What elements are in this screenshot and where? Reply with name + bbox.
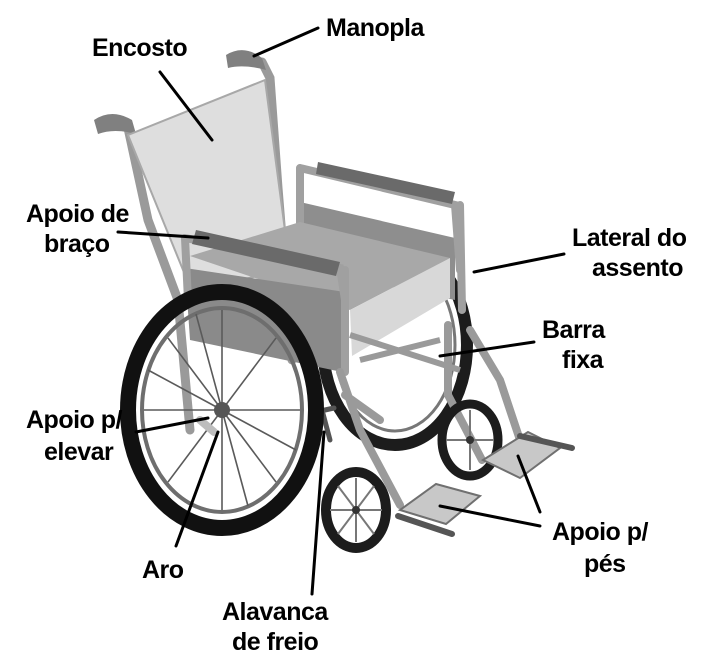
leader-manopla (252, 26, 320, 58)
near-armrest-pad (192, 230, 340, 276)
label-pes-line1: Apoio p/ (552, 518, 649, 546)
leader-aro (174, 430, 220, 548)
leader-encosto (158, 70, 214, 142)
leader-lateral (472, 252, 566, 274)
leader-elevar (134, 416, 210, 434)
leader-apoio-braco (116, 230, 210, 240)
tipping-lever (196, 416, 218, 436)
label-lateral-line1: Lateral do (572, 224, 687, 252)
label-aro: Aro (142, 556, 184, 584)
far-footplate-tube (517, 433, 575, 451)
label-elevar-line1: Apoio p/ (26, 406, 123, 434)
near-footplate (397, 482, 483, 526)
labels: Encosto Manopla Apoio de braço Lateral d… (26, 14, 687, 656)
wheelchair-illustration (94, 50, 575, 553)
far-armrest-pad (316, 162, 455, 204)
rear-near-wheel (120, 284, 324, 536)
label-encosto: Encosto (92, 34, 187, 62)
far-caster (437, 399, 503, 481)
label-barra-line1: Barra (542, 316, 606, 344)
leader-freio (310, 430, 326, 596)
leader-pes-2 (438, 504, 542, 528)
back-frame-left (123, 123, 195, 435)
label-elevar-line2: elevar (44, 438, 114, 466)
near-footplate-tube (395, 513, 455, 537)
seat-front (350, 258, 450, 356)
near-caster (321, 467, 391, 553)
label-freio-line2: de freio (232, 628, 319, 656)
manopla-grip-left (94, 114, 136, 134)
label-manopla: Manopla (326, 14, 425, 42)
label-barra-line2: fixa (562, 346, 605, 374)
leader-barra (438, 340, 536, 358)
label-apoio-braco-line2: braço (44, 230, 110, 258)
label-pes-line2: pés (584, 550, 626, 578)
label-lateral-line2: assento (592, 254, 683, 282)
label-freio-line1: Alavanca (222, 598, 329, 626)
near-footrest-leg (336, 368, 404, 509)
leader-pes-1 (516, 454, 542, 514)
label-apoio-braco-line1: Apoio de (26, 200, 130, 228)
cross-brace (349, 332, 461, 373)
leader-lines (116, 26, 566, 596)
